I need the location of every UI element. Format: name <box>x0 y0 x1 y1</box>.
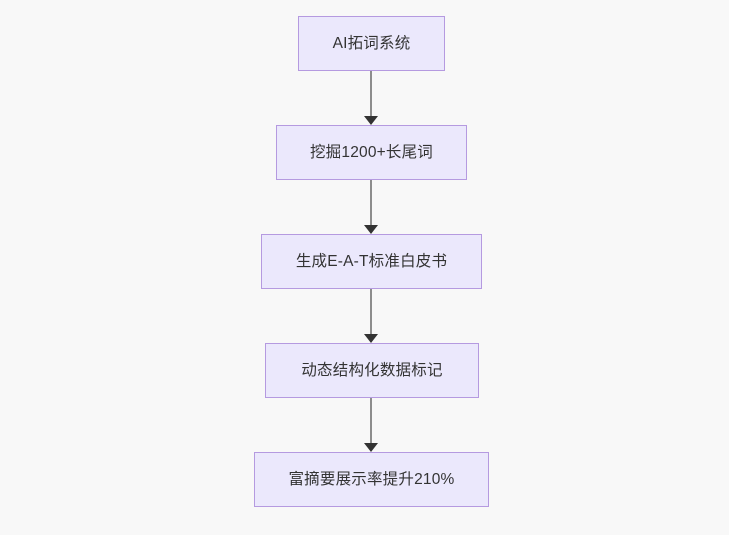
connector-line <box>370 71 372 117</box>
flow-connector <box>354 71 388 125</box>
flow-connector <box>354 289 388 343</box>
flow-connector <box>354 180 388 234</box>
flow-node-4[interactable]: 动态结构化数据标记 <box>265 343 479 398</box>
flow-node-label: 挖掘1200+长尾词 <box>309 143 434 161</box>
flow-node-label: 富摘要展示率提升210% <box>288 470 455 488</box>
flow-node-3[interactable]: 生成E-A-T标准白皮书 <box>261 234 482 289</box>
flow-node-2[interactable]: 挖掘1200+长尾词 <box>276 125 467 180</box>
connector-line <box>370 398 372 444</box>
arrowhead-icon <box>364 443 378 452</box>
arrowhead-icon <box>364 225 378 234</box>
arrowhead-icon <box>364 116 378 125</box>
flow-node-5[interactable]: 富摘要展示率提升210% <box>254 452 489 507</box>
flow-node-label: 动态结构化数据标记 <box>301 361 443 379</box>
flow-node-1[interactable]: AI拓词系统 <box>298 16 445 71</box>
connector-line <box>370 289 372 335</box>
flow-connector <box>354 398 388 452</box>
arrowhead-icon <box>364 334 378 343</box>
connector-line <box>370 180 372 226</box>
flow-node-label: 生成E-A-T标准白皮书 <box>295 252 448 270</box>
flow-node-label: AI拓词系统 <box>332 34 411 52</box>
